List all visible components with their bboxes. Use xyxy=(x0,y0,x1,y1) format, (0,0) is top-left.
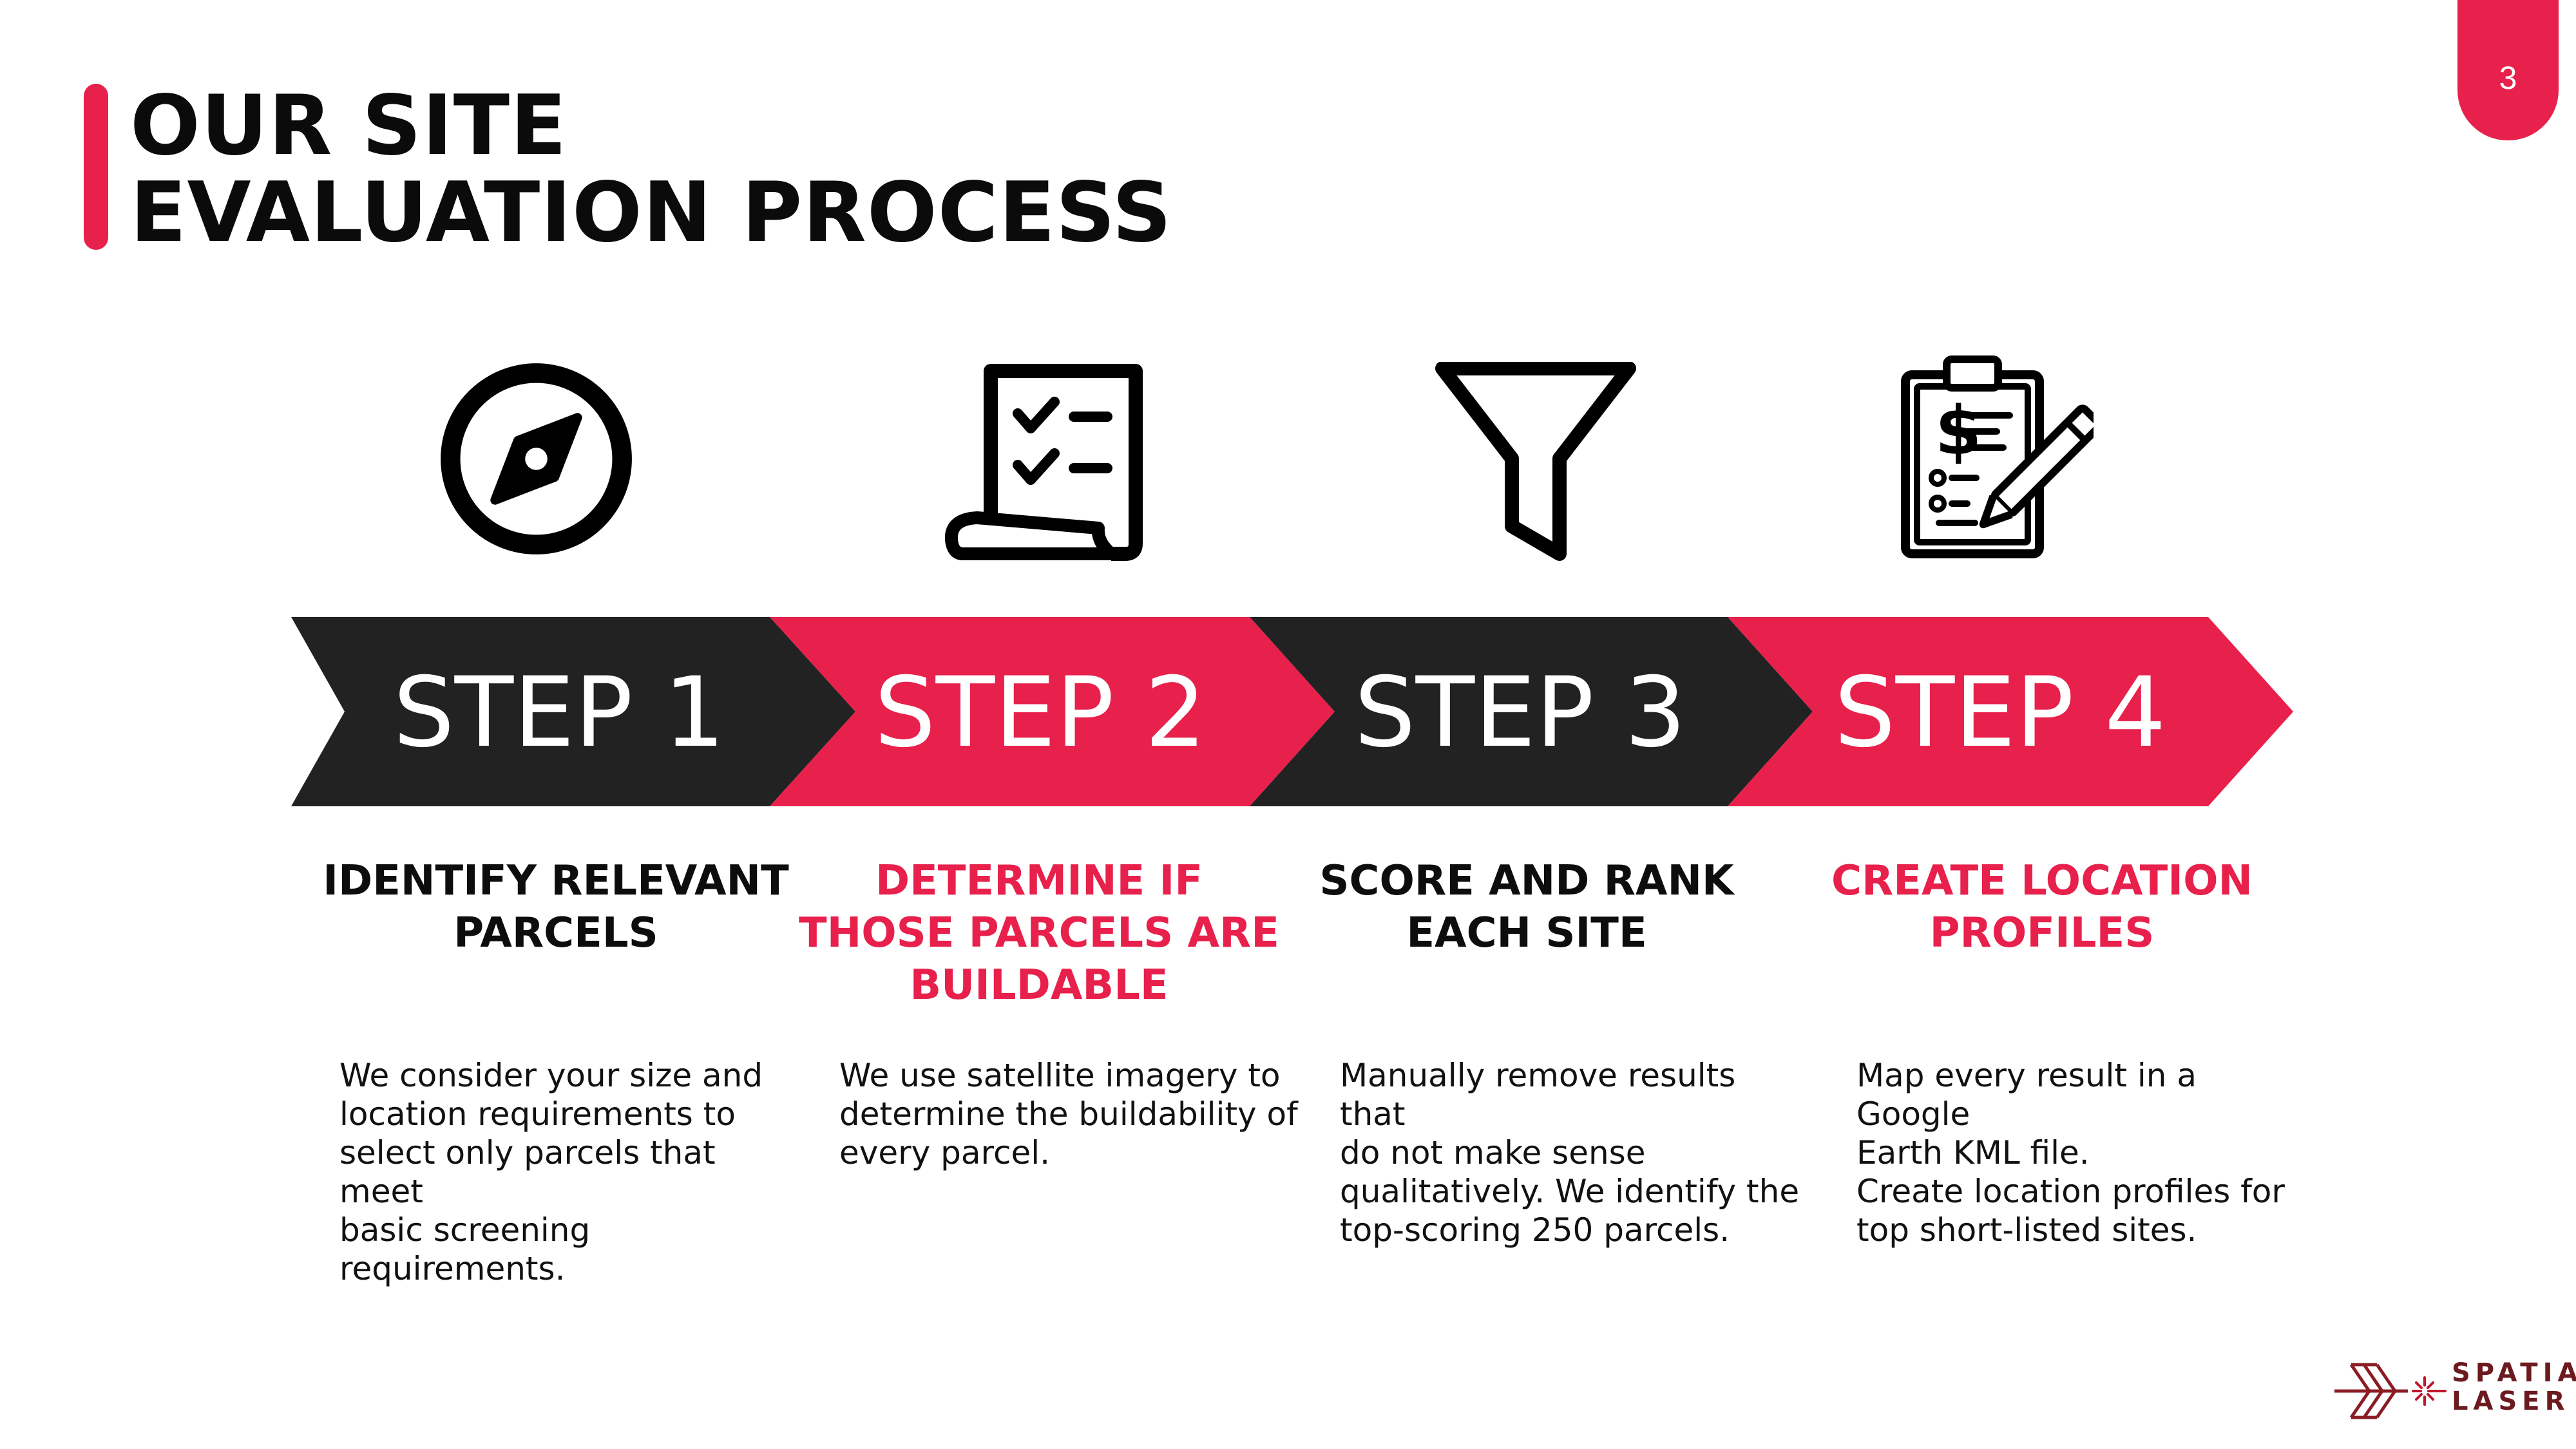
step-3-label: STEP 3 xyxy=(1354,657,1686,769)
step-2-arrow xyxy=(770,617,1335,806)
step-3-heading: SCORE AND RANK EACH SITE xyxy=(1319,857,1734,957)
logo-line-2: LASER xyxy=(2452,1387,2570,1416)
step-4-heading: CREATE LOCATION PROFILES xyxy=(1831,857,2253,957)
step-1-arrow xyxy=(291,617,855,806)
step-2-heading: DETERMINE IF THOSE PARCELS ARE BUILDABLE xyxy=(799,857,1279,1009)
step-4-arrow xyxy=(1728,617,2293,806)
page-number: 3 xyxy=(2499,60,2517,96)
spatial-laser-logo-icon xyxy=(2332,1356,2448,1430)
step-1-heading: IDENTIFY RELEVANT PARCELS xyxy=(323,857,789,957)
clipboard-pen-icon: $ xyxy=(1900,354,2094,560)
checklist-scroll-icon xyxy=(937,355,1150,568)
page-title-line-2: EVALUATION PROCESS xyxy=(130,165,1172,261)
step-3-arrow xyxy=(1250,617,1813,806)
step-1-label: STEP 1 xyxy=(393,657,725,769)
compass-icon xyxy=(438,361,634,557)
step-3-description: Manually remove results that do not make… xyxy=(1340,1057,1800,1249)
step-2-description: We use satellite imagery to determine th… xyxy=(839,1057,1298,1171)
step-1-description: We consider your size and location requi… xyxy=(339,1057,763,1287)
step-4-description: Map every result in a Google Earth KML f… xyxy=(1856,1057,2285,1249)
title-accent-bar xyxy=(84,84,108,250)
step-2-label: STEP 2 xyxy=(874,657,1207,769)
page-title-line-1: OUR SITE xyxy=(130,78,568,174)
page-title: OUR SITE EVALUATION PROCESS xyxy=(130,82,1172,256)
funnel-icon xyxy=(1433,362,1639,565)
page-number-badge xyxy=(2457,0,2559,140)
step-4-label: STEP 4 xyxy=(1834,657,2166,769)
